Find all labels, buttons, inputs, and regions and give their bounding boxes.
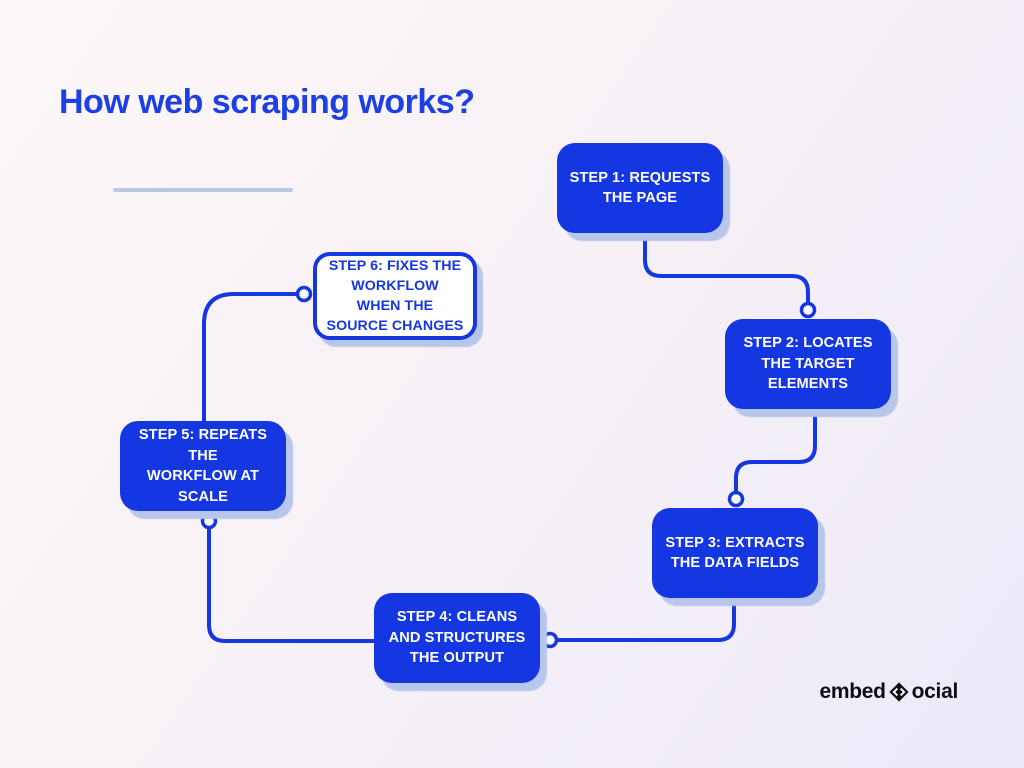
connector-step3-step4 [556,596,736,642]
step-5-label: STEP 5: REPEATS THE WORKFLOW AT SCALE [138,427,268,505]
connector-step4-step5 [207,528,376,643]
step-5-box: STEP 5: REPEATS THE WORKFLOW AT SCALE [120,421,286,511]
page-title: How web scraping works? [59,83,475,121]
node-dot-step4 [541,631,559,649]
step-3-box: STEP 3: EXTRACTS THE DATA FIELDS [652,508,818,598]
node-dot-step5 [200,512,218,530]
step-1-label: STEP 1: REQUESTS THE PAGE [569,169,711,207]
step-1-box: STEP 1: REQUESTS THE PAGE [557,143,723,233]
step-6-box: STEP 6: FIXES THE WORKFLOW WHEN THE SOUR… [313,252,477,340]
step-4-box: STEP 4: CLEANS AND STRUCTURES THE OUTPUT [374,593,540,683]
node-dot-step2 [799,301,817,319]
brand-text-left: embed [819,680,886,703]
step-6-label: STEP 6: FIXES THE WORKFLOW WHEN THE SOUR… [326,258,464,334]
brand-logo: embed ocial [819,680,958,704]
connector-step1-step2 [643,231,810,304]
step-4-label: STEP 4: CLEANS AND STRUCTURES THE OUTPUT [388,609,526,667]
node-dot-step3 [727,490,745,508]
title-underline [113,188,293,192]
code-diamond-icon [889,682,909,702]
step-3-label: STEP 3: EXTRACTS THE DATA FIELDS [665,534,805,572]
node-dot-step6 [295,285,313,303]
step-2-label: STEP 2: LOCATES THE TARGET ELEMENTS [743,335,873,393]
connector-step2-step3 [734,407,817,493]
connector-step5-step6 [202,292,298,423]
brand-text-right: ocial [911,680,959,703]
step-2-box: STEP 2: LOCATES THE TARGET ELEMENTS [725,319,891,409]
